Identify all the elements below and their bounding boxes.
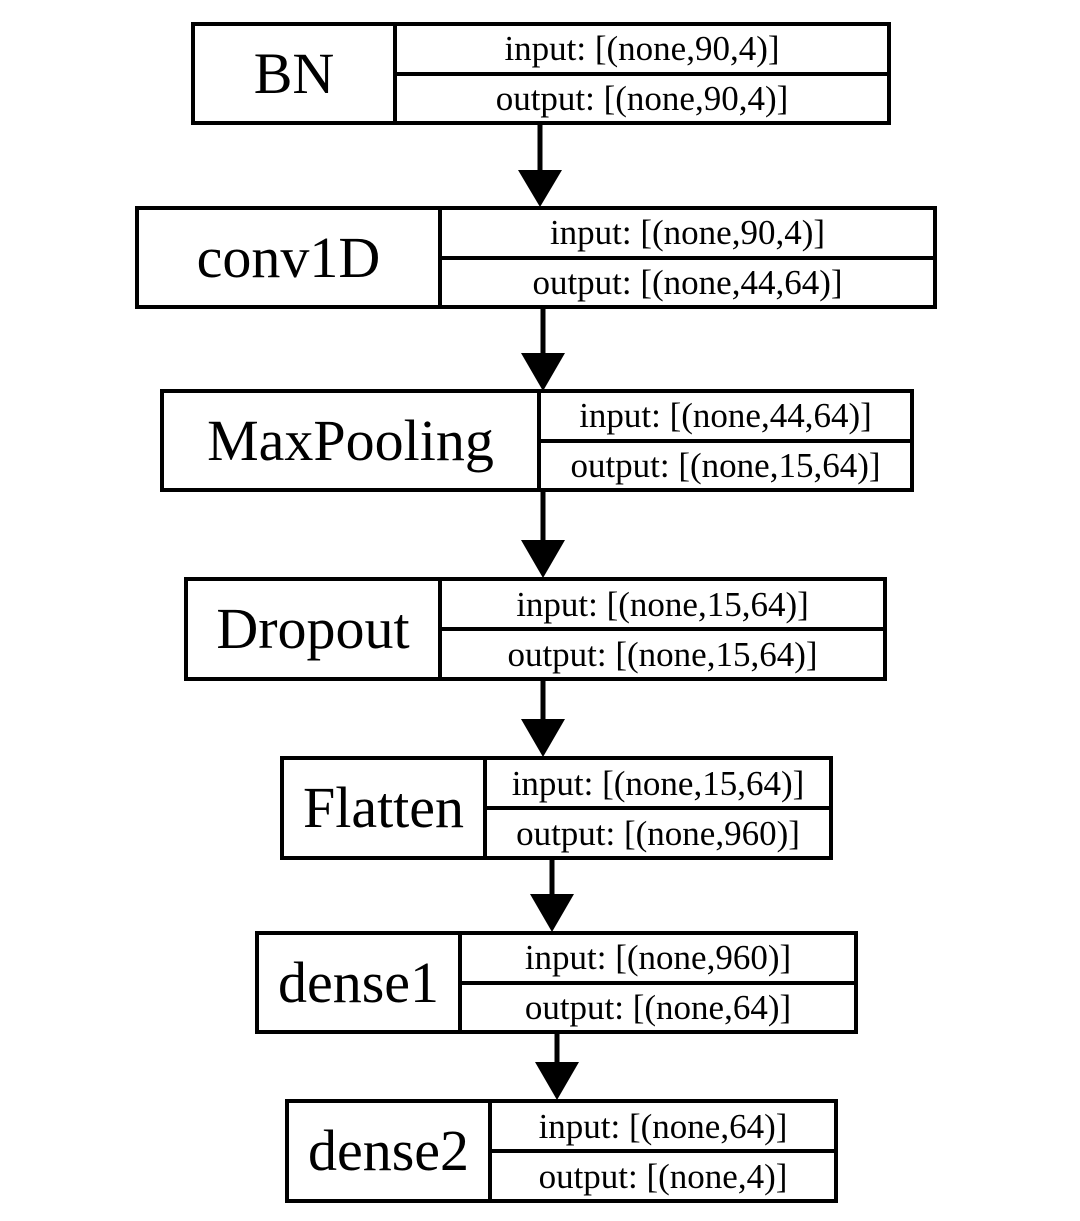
layer-dense1: dense1 input: [(none,960)] output: [(non… (255, 931, 858, 1034)
arrow-bn-to-conv1d (518, 123, 562, 207)
layer-output-shape: output: [(none,15,64)] (507, 634, 818, 674)
layer-name: conv1D (139, 210, 442, 305)
layer-input-shape: input: [(none,15,64)] (487, 760, 829, 810)
layer-input-shape: input: [(none,64)] (492, 1103, 834, 1153)
layer-bn: BN input: [(none,90,4)] output: [(none,9… (191, 22, 891, 125)
layer-io: input: [(none,15,64)] output: [(none,15,… (442, 581, 883, 677)
layer-input-shape: input: [(none,90,4)] (442, 210, 933, 260)
layer-input-shape: input: [(none,44,64)] (541, 393, 910, 443)
arrow-maxpooling-to-dropout (521, 491, 565, 578)
arrow-dense1-to-dense2 (535, 1032, 579, 1100)
layer-name: Dropout (188, 581, 442, 677)
layer-name: BN (195, 26, 397, 121)
layer-dropout: Dropout input: [(none,15,64)] output: [(… (184, 577, 887, 681)
layer-output-shape: output: [(none,15,64)] (570, 445, 881, 485)
layer-io: input: [(none,960)] output: [(none,64)] (462, 935, 854, 1030)
layer-input-shape: input: [(none,960)] (462, 935, 854, 985)
layer-flatten: Flatten input: [(none,15,64)] output: [(… (280, 756, 833, 860)
arrow-flatten-to-dense1 (530, 859, 574, 932)
layer-maxpooling: MaxPooling input: [(none,44,64)] output:… (160, 389, 914, 492)
layer-dense2: dense2 input: [(none,64)] output: [(none… (285, 1099, 838, 1203)
layer-io: input: [(none,64)] output: [(none,4)] (492, 1103, 834, 1199)
layer-output-shape: output: [(none,44,64)] (532, 262, 843, 302)
layer-output-shape: output: [(none,4)] (538, 1156, 788, 1196)
layer-output-shape: output: [(none,64)] (524, 987, 792, 1027)
layer-conv1d: conv1D input: [(none,90,4)] output: [(no… (135, 206, 937, 309)
layer-name: dense1 (259, 935, 462, 1030)
layer-output-shape: output: [(none,960)] (516, 813, 800, 853)
layer-input-shape: input: [(none,90,4)] (397, 26, 887, 76)
layer-io: input: [(none,90,4)] output: [(none,44,6… (442, 210, 933, 305)
arrow-dropout-to-flatten (521, 679, 565, 757)
layer-name: MaxPooling (164, 393, 541, 488)
layer-io: input: [(none,90,4)] output: [(none,90,4… (397, 26, 887, 121)
layer-input-shape: input: [(none,15,64)] (442, 581, 883, 631)
layer-output-shape: output: [(none,90,4)] (495, 78, 789, 118)
arrow-conv1d-to-maxpooling (521, 307, 565, 391)
layer-name: Flatten (284, 760, 487, 856)
layer-io: input: [(none,44,64)] output: [(none,15,… (541, 393, 910, 488)
layer-name: dense2 (289, 1103, 492, 1199)
layer-io: input: [(none,15,64)] output: [(none,960… (487, 760, 829, 856)
